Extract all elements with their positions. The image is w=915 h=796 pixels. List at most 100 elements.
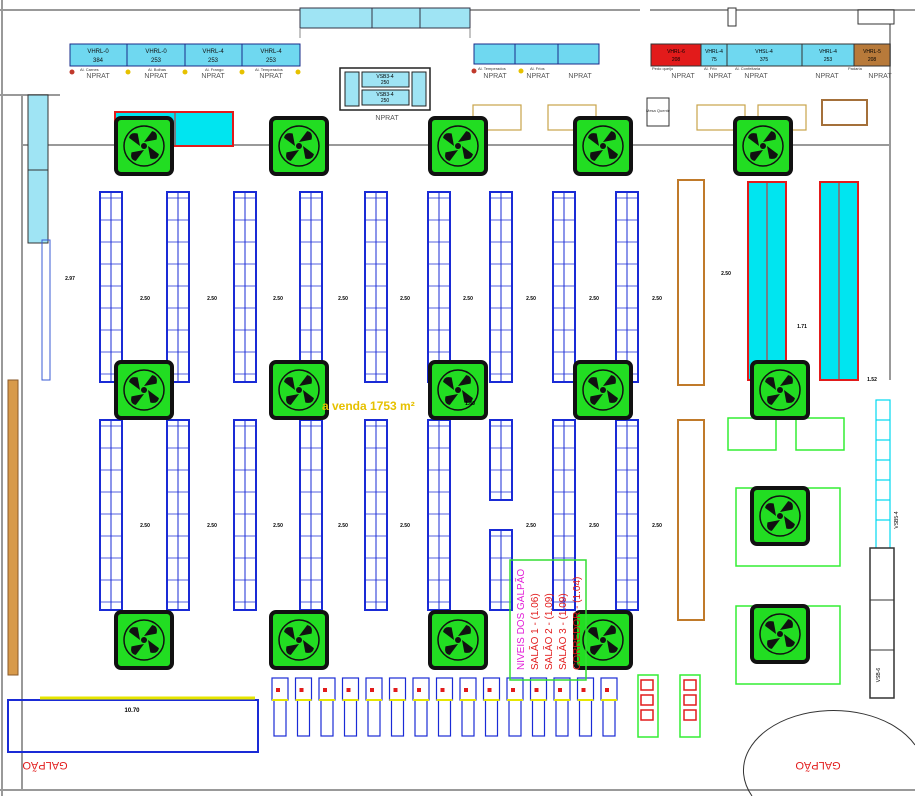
tr-unit-4: VHRL-5 <box>863 49 881 55</box>
fan-icon-10 <box>750 486 810 546</box>
tl-unit-2: VHRL-4 <box>202 49 224 55</box>
checkout-7 <box>435 677 454 737</box>
checkout-14 <box>600 677 618 737</box>
tr-val-3: 253 <box>824 57 833 63</box>
dim-top-5: 2.50 <box>400 296 410 302</box>
top-left-refrigerators: VHRL-0 VHRL-0 VHRL-4 VHRL-4 384 253 253 … <box>69 43 301 80</box>
dim-bot-5: 2.50 <box>526 523 536 529</box>
center-npr: NPRAT <box>375 115 399 122</box>
tl-npr-3: NPRAT <box>259 73 283 80</box>
vsb-right2-label: VSB-6 <box>876 668 882 683</box>
tr-unit-1: VHRL-4 <box>705 49 723 55</box>
tr-npr-1: NPRAT <box>708 73 732 80</box>
center-unit-val-1: 250 <box>381 98 390 104</box>
tl-small-1: Al. Bolhas <box>148 67 166 72</box>
fan-icon-1 <box>269 116 329 176</box>
dim-top-8: 2.50 <box>589 296 599 302</box>
galpao-left: GALPÃO <box>22 759 68 772</box>
tl-small-2: Al. Frango <box>205 67 224 72</box>
checkout-10 <box>506 677 524 737</box>
galpao-right: GALPÃO <box>795 759 841 772</box>
rack-bot-1 <box>166 419 190 611</box>
tr-small-2: Al. Confeitaria <box>735 66 761 71</box>
left-wall-cabinet <box>7 94 51 676</box>
checkout-13 <box>576 677 595 737</box>
tr-npr-0: NPRAT <box>671 73 695 80</box>
rack-top-4 <box>364 191 388 383</box>
top-right-refrigerators: VHRL-6 VHRL-4 VHSL-4 VHRL-4 VHRL-5 208 7… <box>650 7 895 80</box>
right-vsb: VSB5-4 VSB-6 <box>869 511 900 699</box>
checkout-9 <box>482 677 501 737</box>
dim-top-1: 2.50 <box>140 296 150 302</box>
dim-bot-2: 2.50 <box>273 523 283 529</box>
rack-bot-3 <box>299 419 323 611</box>
mid-top-refrigerators: Al. Temperados Al. Frios NPRAT NPRAT NPR… <box>471 43 600 80</box>
mid-top-label-0: Al. Temperados <box>478 66 506 71</box>
wood-shelves <box>677 179 705 621</box>
rack-top-1 <box>166 191 190 383</box>
fan-icon-3 <box>573 116 633 176</box>
mesa-label: Mesa Quente <box>646 108 671 113</box>
tl-npr-0: NPRAT <box>86 73 110 80</box>
door-arc <box>742 709 915 796</box>
tl-val-3: 253 <box>266 58 277 64</box>
dim-bot-1: 2.50 <box>207 523 217 529</box>
tl-unit-0: VHRL-0 <box>87 49 109 55</box>
checkout-12 <box>553 677 571 737</box>
levels-line-3: SALÃO 3 - (1.09) <box>556 593 569 670</box>
dim-top-6: 2.50 <box>463 296 473 302</box>
tl-npr-1: NPRAT <box>144 73 168 80</box>
fan-icon-14 <box>573 610 633 670</box>
checkout-11 <box>529 677 548 737</box>
tl-val-0: 384 <box>93 58 104 64</box>
tr-val-2: 375 <box>760 57 769 63</box>
rack-top-7 <box>552 191 576 383</box>
fan-group <box>114 116 810 670</box>
rack-bot-b-6 <box>489 529 513 611</box>
counters-row: Mesa Quente <box>472 97 868 131</box>
checkout-6 <box>412 677 430 737</box>
top-freezer-strip <box>299 7 471 38</box>
dim-bot-4: 2.50 <box>400 523 410 529</box>
center-unit-label-1: VSB3-4 <box>376 92 393 98</box>
rack-group <box>99 191 639 611</box>
fan-icon-7 <box>428 360 488 420</box>
levels-line-4: CORREDOR - (1.04) <box>572 577 583 670</box>
dim-top-7: 2.50 <box>526 296 536 302</box>
tr-unit-3: VHRL-4 <box>819 49 837 55</box>
fan-icon-9 <box>750 360 810 420</box>
tr-npr-4: NPRAT <box>868 73 892 80</box>
dim-top-3: 2.50 <box>273 296 283 302</box>
rack-bot-8 <box>615 419 639 611</box>
dim-bot-3: 2.50 <box>338 523 348 529</box>
dim-top-9: 2.50 <box>652 296 662 302</box>
rack-bot-2 <box>233 419 257 611</box>
red-items <box>640 679 697 721</box>
levels-box: NIVEIS DOS GALPÃO SALÃO 1 - (1.06) SALÃO… <box>509 559 587 681</box>
levels-line-1: SALÃO 1 - (1.06) <box>528 593 541 670</box>
checkout-3 <box>341 677 360 737</box>
tl-small-0: Al. Carnes <box>80 67 99 72</box>
dim-top-2: 2.50 <box>207 296 217 302</box>
center-unit-val-0: 250 <box>381 80 390 86</box>
rack-bot-a-6 <box>489 419 513 501</box>
dim-dim_180: 1.80 <box>465 401 475 407</box>
dim-bot-6: 2.50 <box>589 523 599 529</box>
checkout-2 <box>318 677 336 737</box>
rack-bot-0 <box>99 419 123 611</box>
dim-1070: 10.70 <box>124 708 140 714</box>
tr-unit-2: VHSL-4 <box>755 49 773 55</box>
fan-icon-5 <box>114 360 174 420</box>
dim-bot-7: 2.50 <box>652 523 662 529</box>
tr-val-1: 75 <box>711 57 717 63</box>
rack-top-6 <box>489 191 513 383</box>
rack-top-3 <box>299 191 323 383</box>
dim-top-4: 2.50 <box>338 296 348 302</box>
mid-top-label-1: Al. Frios <box>530 66 545 71</box>
tl-val-1: 253 <box>151 58 162 64</box>
checkout-0 <box>271 677 289 737</box>
fan-icon-4 <box>733 116 793 176</box>
mid-top-npr-2: NPRAT <box>568 73 592 80</box>
fan-icon-12 <box>269 610 329 670</box>
